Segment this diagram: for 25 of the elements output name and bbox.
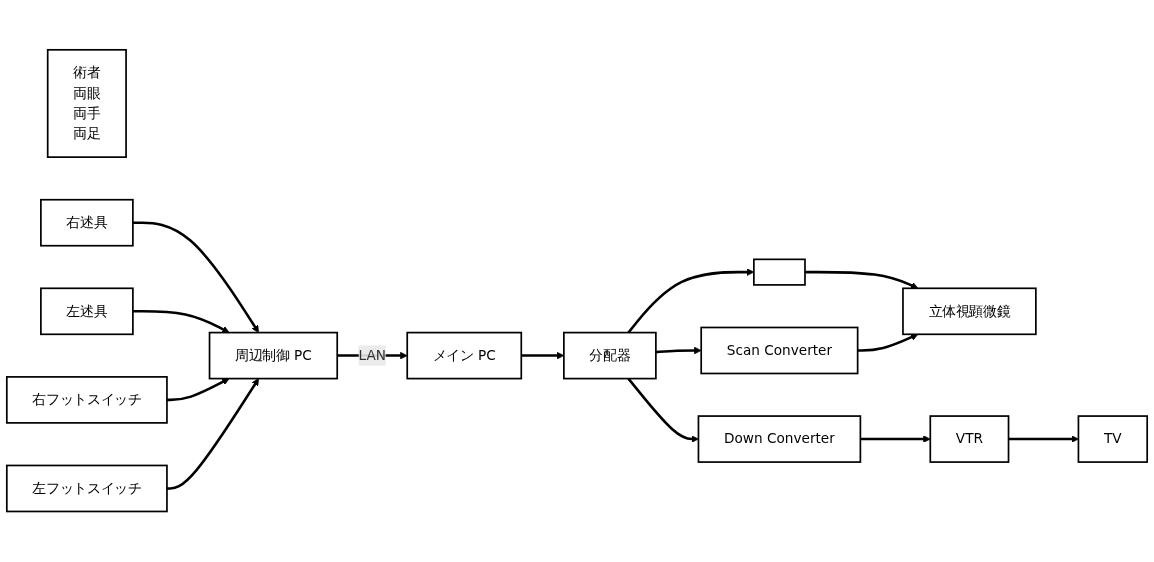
arrow <box>132 310 230 334</box>
node-box: 周辺制御 PC <box>208 332 339 380</box>
arrow <box>166 378 259 491</box>
node-box: 分配器 <box>563 332 657 380</box>
node-box: 術者 両眼 両手 両足 <box>46 49 127 159</box>
node-box: 左述具 <box>40 287 134 336</box>
node-box: 立体視顕微鏡 <box>902 287 1037 336</box>
arrow <box>860 435 931 444</box>
arrow <box>655 347 702 355</box>
arrow <box>804 271 919 290</box>
node-box: 右フットスイッチ <box>5 376 168 425</box>
edge-label: LAN <box>358 347 386 364</box>
node-box: TV <box>1077 415 1149 464</box>
node-box <box>753 258 806 287</box>
node-box: Scan Converter <box>700 327 859 375</box>
arrow <box>132 221 259 334</box>
arrow <box>857 334 919 353</box>
node-box: 左フットスイッチ <box>5 464 168 513</box>
node-box: VTR <box>929 415 1010 464</box>
arrow <box>1008 435 1079 444</box>
arrow <box>166 378 230 402</box>
node-box: Down Converter <box>697 415 862 464</box>
node-box: メイン PC <box>406 332 523 380</box>
arrow <box>627 378 699 444</box>
node-box: 右述具 <box>40 199 134 247</box>
